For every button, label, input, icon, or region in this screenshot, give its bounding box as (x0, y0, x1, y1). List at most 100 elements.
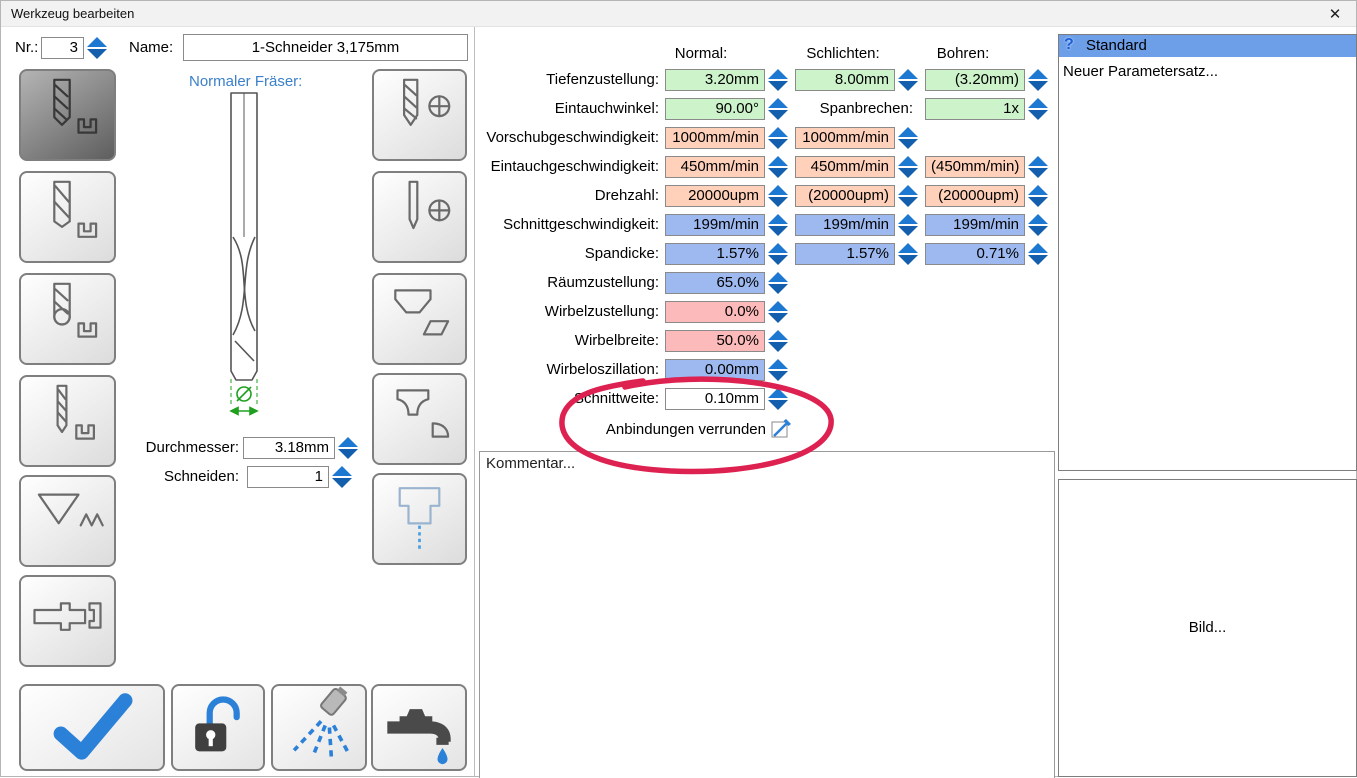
param-spinner[interactable] (767, 359, 789, 381)
param-spinner[interactable] (897, 243, 919, 265)
anbindungen-verrunden-checkbox[interactable] (771, 418, 793, 445)
param-input[interactable]: 8.00mm (795, 69, 895, 91)
param-spinner[interactable] (767, 127, 789, 149)
param-row-label: Räumzustellung: (547, 274, 659, 291)
name-label: Name: (129, 39, 174, 56)
tool-type-fine-drill-button[interactable] (372, 171, 467, 263)
tool-type-drill-button[interactable] (372, 69, 467, 161)
param-input[interactable]: (20000upm) (795, 185, 895, 207)
param-input[interactable]: 0.71% (925, 243, 1025, 265)
param-input[interactable]: 1000mm/min (795, 127, 895, 149)
param-spinner[interactable] (897, 69, 919, 91)
tool-type-endmill-finish-button[interactable] (19, 171, 116, 263)
section-divider (474, 27, 475, 776)
diameter-label: Durchmesser: (145, 439, 239, 456)
flutes-input[interactable]: 1 (247, 466, 329, 488)
lock-button[interactable] (171, 684, 265, 771)
tool-type-vbit-button[interactable] (19, 475, 116, 567)
image-panel[interactable]: Bild... (1058, 479, 1357, 777)
tool-type-engraver-button[interactable] (19, 375, 116, 467)
param-input[interactable]: 199m/min (795, 214, 895, 236)
param-input[interactable]: 0.0% (665, 301, 765, 323)
param-spinner[interactable] (767, 301, 789, 323)
parameter-set-name: Standard (1086, 37, 1147, 54)
param-spinner[interactable] (1027, 69, 1049, 91)
title-bar: Werkzeug bearbeiten ✕ (1, 1, 1356, 27)
tool-type-endmill-rough-button[interactable] (19, 69, 116, 161)
diameter-input[interactable]: 3.18mm (243, 437, 335, 459)
param-input[interactable]: 1.57% (795, 243, 895, 265)
new-parameter-set-item[interactable]: Neuer Parametersatz... (1063, 63, 1219, 80)
checkbox-pen-icon (771, 419, 791, 438)
checkmark-icon (53, 693, 133, 760)
param-spinner[interactable] (767, 185, 789, 207)
nr-label: Nr.: (15, 39, 39, 56)
param-spinner[interactable] (1027, 243, 1049, 265)
tool-type-ballnose-button[interactable] (19, 273, 116, 365)
tool-type-slot-cutter-button[interactable] (19, 575, 116, 667)
param-row-label: Drehzahl: (594, 187, 659, 204)
param-spinner[interactable] (1027, 185, 1049, 207)
tool-type-roundover-button[interactable] (372, 373, 467, 465)
param-spinner[interactable] (897, 214, 919, 236)
param-input[interactable]: 450mm/min (665, 156, 765, 178)
param-row-label: Schnittweite: (573, 390, 659, 407)
param-input[interactable]: 199m/min (665, 214, 765, 236)
param-spinner[interactable] (897, 127, 919, 149)
param-spinner[interactable] (1027, 98, 1049, 120)
param-spinner[interactable] (897, 185, 919, 207)
param-spinner[interactable] (767, 69, 789, 91)
param-input[interactable]: 65.0% (665, 272, 765, 294)
param-row-midlabel: Spanbrechen: (819, 100, 913, 117)
param-spinner[interactable] (1027, 214, 1049, 236)
col-header-schlichten: Schlichten: (806, 45, 880, 62)
param-input[interactable]: 90.00° (665, 98, 765, 120)
confirm-button[interactable] (19, 684, 165, 771)
coolant-button[interactable] (371, 684, 467, 771)
param-spinner[interactable] (767, 214, 789, 236)
param-spinner[interactable] (767, 330, 789, 352)
comment-input[interactable]: Kommentar... (479, 451, 1055, 778)
param-input[interactable]: 0.00mm (665, 359, 765, 381)
param-input[interactable]: 1.57% (665, 243, 765, 265)
param-input[interactable]: (450mm/min) (925, 156, 1025, 178)
param-input[interactable]: 1000mm/min (665, 127, 765, 149)
param-row-label: Eintauchgeschwindigkeit: (490, 158, 659, 175)
param-spinner[interactable] (767, 272, 789, 294)
param-row-label: Vorschubgeschwindigkeit: (486, 129, 659, 146)
param-row-label: Spandicke: (584, 245, 659, 262)
param-input[interactable]: 450mm/min (795, 156, 895, 178)
parameter-set-selected[interactable]: ? Standard (1059, 35, 1356, 57)
param-input[interactable]: 1x (925, 98, 1025, 120)
window-title: Werkzeug bearbeiten (11, 6, 135, 21)
tool-preview-drawing (193, 89, 293, 419)
param-row-label: Eintauchwinkel: (554, 100, 659, 117)
param-spinner[interactable] (897, 156, 919, 178)
param-spinner[interactable] (767, 98, 789, 120)
diameter-spinner[interactable] (337, 437, 359, 459)
param-input[interactable]: 20000upm (665, 185, 765, 207)
tool-type-tap-button[interactable] (372, 473, 467, 565)
param-row-label: Schnittgeschwindigkeit: (503, 216, 659, 233)
param-spinner[interactable] (767, 243, 789, 265)
open-padlock-icon (195, 696, 240, 752)
param-spinner[interactable] (767, 388, 789, 410)
param-spinner[interactable] (1027, 156, 1049, 178)
param-input[interactable]: 3.20mm (665, 69, 765, 91)
param-input[interactable]: 199m/min (925, 214, 1025, 236)
nr-spinner[interactable] (86, 37, 108, 59)
flutes-spinner[interactable] (331, 466, 353, 488)
col-header-normal: Normal: (674, 45, 728, 62)
spray-button[interactable] (271, 684, 367, 771)
nr-input[interactable]: 3 (41, 37, 84, 59)
param-input[interactable]: (3.20mm) (925, 69, 1025, 91)
tool-type-chamfer-button[interactable] (372, 273, 467, 365)
param-input[interactable]: 50.0% (665, 330, 765, 352)
param-spinner[interactable] (767, 156, 789, 178)
name-input[interactable]: 1-Schneider 3,175mm (183, 34, 468, 61)
param-input[interactable]: (20000upm) (925, 185, 1025, 207)
param-input[interactable]: 0.10mm (665, 388, 765, 410)
close-icon[interactable]: ✕ (1328, 6, 1342, 23)
question-icon: ? (1064, 36, 1074, 53)
